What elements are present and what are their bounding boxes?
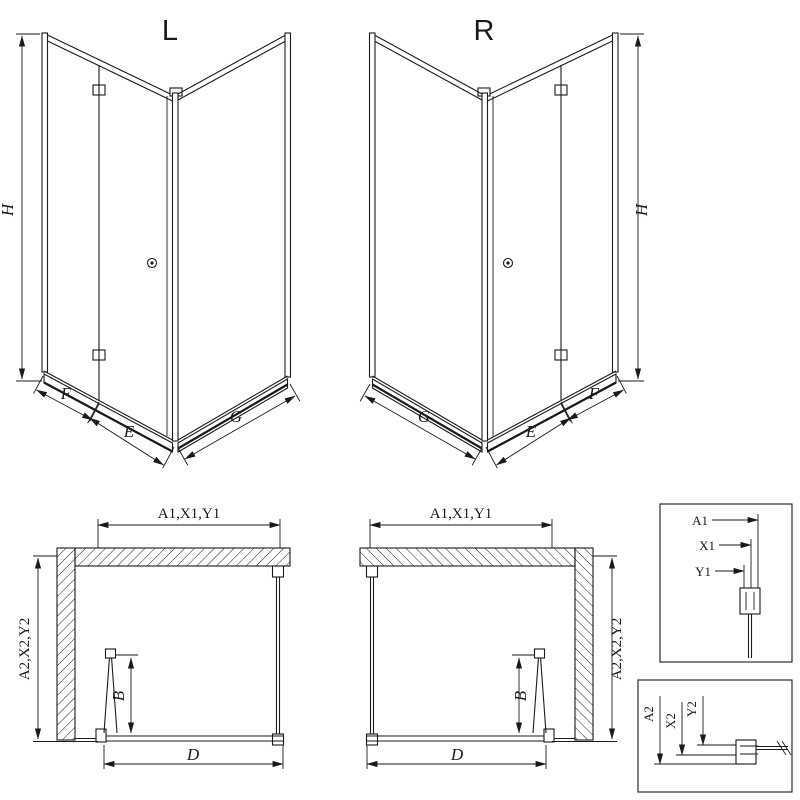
- detail-bottom-y2-label: Y2: [684, 701, 699, 717]
- iso-view-left: L H F E G: [0, 15, 300, 468]
- dim-label-f-left: F: [60, 384, 72, 403]
- plan-left-top-dim: A1,X1,Y1: [158, 506, 221, 522]
- dim-label-g-left: G: [230, 407, 242, 426]
- plan-left-side-dim: A2,X2,Y2: [17, 618, 33, 681]
- detail-box-bottom: A2 X2 Y2: [637, 679, 793, 793]
- plan-left-b-dim: B: [109, 690, 128, 701]
- dim-label-h-left: H: [0, 202, 17, 217]
- iso-right-label: R: [474, 15, 495, 47]
- dim-label-h-right: H: [632, 202, 651, 217]
- dim-label-e-left: E: [123, 422, 135, 441]
- detail-top-x1-label: X1: [699, 538, 715, 553]
- plan-right-side-dim: A2,X2,Y2: [609, 618, 625, 681]
- dim-label-e-right: E: [525, 422, 537, 441]
- plan-right-b-dim: B: [511, 690, 530, 701]
- plan-view-right: A1,X1,Y1 A2,X2,Y2 B D: [360, 506, 625, 769]
- iso-view-right: R H F E G: [360, 15, 651, 468]
- plan-right-top-dim: A1,X1,Y1: [430, 506, 493, 522]
- detail-box-top: A1 X1 Y1: [659, 503, 793, 663]
- plan-right-d-dim: D: [450, 745, 464, 764]
- detail-top-y1-label: Y1: [695, 564, 711, 579]
- detail-bottom-x2-label: X2: [663, 713, 678, 729]
- dim-label-g-right: G: [418, 407, 430, 426]
- iso-left-label: L: [162, 15, 178, 47]
- plan-left-d-dim: D: [186, 745, 200, 764]
- detail-top-a1-label: A1: [692, 513, 708, 528]
- dim-label-f-right: F: [588, 384, 600, 403]
- plan-view-left: A1,X1,Y1 A2,X2,Y2 B D: [17, 506, 290, 769]
- detail-bottom-a2-label: A2: [641, 706, 656, 722]
